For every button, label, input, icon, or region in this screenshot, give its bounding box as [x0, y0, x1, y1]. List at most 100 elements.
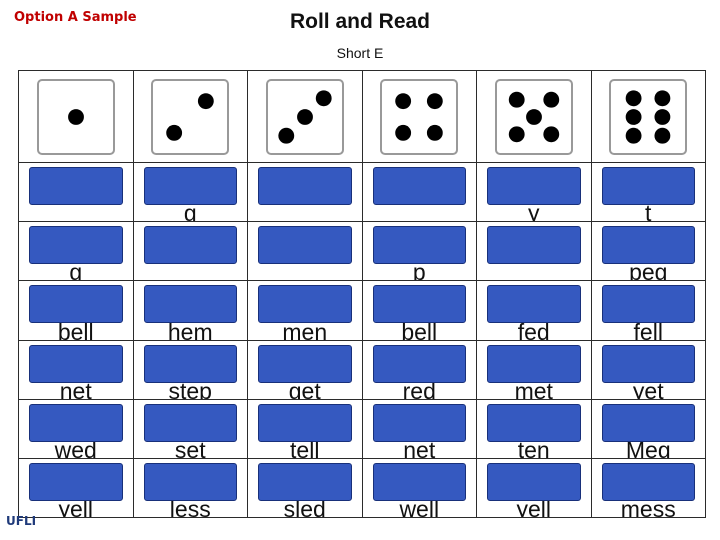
word-cover-box[interactable]	[29, 167, 123, 206]
pip	[427, 124, 444, 141]
word-cover-box[interactable]	[258, 403, 352, 442]
pip	[543, 91, 559, 108]
word-cell: bell	[18, 280, 134, 341]
word-cover-box[interactable]	[487, 167, 581, 206]
word-text: well	[399, 496, 440, 518]
pip	[654, 108, 671, 125]
word-cover-box[interactable]	[143, 226, 237, 265]
die-five-icon	[494, 78, 573, 155]
word-cover-box[interactable]	[29, 285, 123, 324]
word-cover-box[interactable]	[487, 462, 581, 501]
pip	[625, 108, 642, 125]
word-cell: mess	[590, 457, 706, 519]
word-cover-box[interactable]	[29, 344, 123, 383]
die-four-icon	[380, 78, 459, 155]
word-text: met	[514, 377, 553, 400]
word-cell: p	[361, 221, 477, 282]
word-cover-box[interactable]	[601, 462, 695, 501]
word-row: wed set tell net ten Meg	[18, 398, 706, 459]
die-face-svg	[278, 89, 332, 144]
word-text: Meg	[625, 436, 671, 459]
word-cover-box[interactable]	[601, 285, 695, 324]
dice-cell	[476, 69, 592, 164]
word-cell	[361, 162, 477, 223]
word-cover-box[interactable]	[372, 344, 466, 383]
word-text: hem	[167, 318, 213, 341]
word-cell	[247, 221, 363, 282]
word-cover-box[interactable]	[258, 344, 352, 383]
dice-cell	[132, 69, 248, 164]
word-cell	[132, 221, 248, 282]
word-cover-box[interactable]	[143, 167, 237, 206]
word-cover-box[interactable]	[601, 403, 695, 442]
word-cover-box[interactable]	[372, 226, 466, 265]
word-cover-box[interactable]	[372, 167, 466, 206]
pip	[543, 125, 559, 142]
word-cell: t	[590, 162, 706, 223]
word-cover-box[interactable]	[601, 226, 695, 265]
word-text: fed	[517, 318, 550, 341]
word-cell	[247, 162, 363, 223]
word-text: sled	[283, 496, 326, 518]
word-cell: yell	[476, 457, 592, 519]
pip	[395, 124, 412, 141]
word-cover-box[interactable]	[29, 403, 123, 442]
word-cover-box[interactable]	[29, 226, 123, 265]
sample-tag: Option A Sample	[14, 10, 137, 25]
word-cover-box[interactable]	[258, 226, 352, 265]
word-cover-box[interactable]	[487, 226, 581, 265]
word-cover-box[interactable]	[258, 167, 352, 206]
word-text: step	[168, 377, 212, 400]
word-cover-box[interactable]	[258, 462, 352, 501]
word-text: get	[288, 377, 321, 400]
word-cover-box[interactable]	[143, 285, 237, 324]
word-cover-box[interactable]	[487, 344, 581, 383]
die-face-svg	[508, 91, 559, 142]
word-text: wed	[54, 436, 97, 459]
word-cell: bell	[361, 280, 477, 341]
word-cover-box[interactable]	[601, 344, 695, 383]
word-cover-box[interactable]	[601, 167, 695, 206]
pip	[198, 92, 215, 109]
word-cover-box[interactable]	[29, 462, 123, 501]
word-cell: set	[132, 398, 248, 459]
die-face-svg	[67, 108, 84, 125]
word-cell: Meg	[590, 398, 706, 459]
word-cell: g	[18, 221, 134, 282]
word-text: less	[169, 496, 211, 518]
word-text: tell	[290, 436, 320, 459]
word-cell: peg	[590, 221, 706, 282]
die-one-icon	[36, 78, 115, 155]
word-cover-box[interactable]	[487, 285, 581, 324]
word-cover-box[interactable]	[258, 285, 352, 324]
pip	[278, 127, 294, 144]
word-text: net	[403, 436, 436, 459]
word-cell: y	[476, 162, 592, 223]
word-text: yell	[516, 496, 551, 518]
word-cover-box[interactable]	[143, 403, 237, 442]
word-cover-box[interactable]	[372, 462, 466, 501]
word-cover-box[interactable]	[143, 344, 237, 383]
word-cover-box[interactable]	[143, 462, 237, 501]
die-face-svg	[166, 92, 215, 141]
page-subtitle: Short E	[336, 45, 384, 61]
dice-cell	[18, 69, 134, 164]
word-text: g	[69, 259, 83, 281]
pip	[166, 124, 183, 141]
word-cell: well	[361, 457, 477, 519]
pip	[525, 108, 542, 125]
word-cover-box[interactable]	[487, 403, 581, 442]
word-text: mess	[620, 496, 676, 518]
word-text: peg	[629, 259, 668, 281]
word-cell: red	[361, 339, 477, 400]
word-cover-box[interactable]	[372, 285, 466, 324]
word-cover-box[interactable]	[372, 403, 466, 442]
die-two-icon	[151, 78, 230, 155]
word-text: ten	[517, 436, 550, 459]
dice-row	[18, 69, 706, 164]
pip	[654, 127, 671, 144]
